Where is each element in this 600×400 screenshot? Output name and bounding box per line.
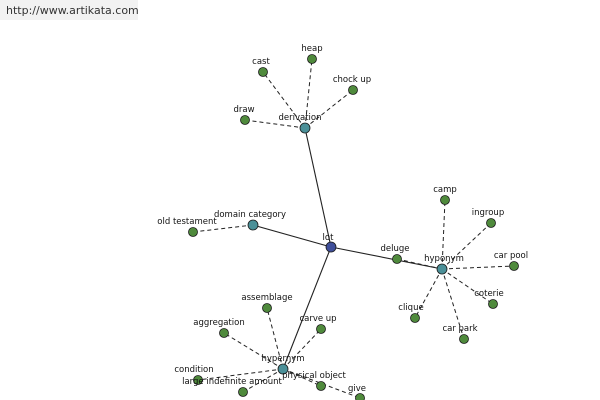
- node-label-physical-object[interactable]: physical object: [282, 371, 346, 381]
- node-heap[interactable]: [307, 54, 317, 64]
- node-label-lot[interactable]: lot: [323, 233, 335, 243]
- node-label-carve-up[interactable]: carve up: [299, 314, 336, 324]
- node-physical-object[interactable]: [316, 381, 326, 391]
- node-label-old-testament[interactable]: old testament: [157, 217, 217, 227]
- edge-hypernym-to-aggregation: [223, 332, 284, 370]
- edge-lot-to-derivation: [304, 127, 332, 248]
- node-cast[interactable]: [258, 67, 268, 77]
- node-label-hyponym[interactable]: hyponym: [424, 254, 464, 264]
- edge-derivation-to-chock-up: [304, 89, 354, 129]
- source-url-link[interactable]: http://www.artikata.com: [0, 0, 139, 20]
- node-draw[interactable]: [240, 115, 250, 125]
- edge-hypernym-to-assemblage: [266, 307, 284, 370]
- node-label-condition[interactable]: condition: [174, 365, 213, 375]
- node-label-coterie[interactable]: coterie: [474, 289, 504, 299]
- edge-hyponym-to-deluge: [396, 258, 443, 270]
- node-clique[interactable]: [410, 313, 420, 323]
- node-carve-up[interactable]: [316, 324, 326, 334]
- node-car-park[interactable]: [459, 334, 469, 344]
- node-large-indefinite-amount[interactable]: [238, 387, 248, 397]
- edge-hyponym-to-ingroup: [441, 222, 492, 270]
- node-deluge[interactable]: [392, 254, 402, 264]
- node-assemblage[interactable]: [262, 303, 272, 313]
- node-label-derivation[interactable]: derivation: [278, 113, 321, 123]
- node-label-large-indefinite-amount[interactable]: large indefinite amount: [182, 377, 282, 387]
- edge-derivation-to-heap: [304, 58, 313, 129]
- node-label-give[interactable]: give: [348, 384, 366, 394]
- nodes-layer: [188, 54, 519, 400]
- edge-lot-to-hypernym: [282, 246, 332, 370]
- labels-layer: lot derivation domain category hyponym hyper…: [157, 44, 528, 394]
- edges-layer: [192, 58, 515, 399]
- node-label-chock-up[interactable]: chock up: [333, 75, 371, 85]
- node-old-testament[interactable]: [188, 227, 198, 237]
- edge-derivation-to-draw: [244, 119, 306, 129]
- edge-domain-category-to-old-testament: [192, 224, 254, 233]
- edge-derivation-to-cast: [262, 71, 306, 129]
- edge-hyponym-to-camp: [441, 199, 446, 270]
- node-hypernym[interactable]: [277, 363, 289, 375]
- node-label-deluge[interactable]: deluge: [381, 244, 410, 254]
- edge-hypernym-to-condition: [197, 368, 284, 381]
- node-label-aggregation[interactable]: aggregation: [193, 318, 244, 328]
- edge-hyponym-to-car-pool: [441, 265, 515, 270]
- node-label-clique[interactable]: clique: [398, 303, 423, 313]
- edge-hypernym-to-carve-up: [282, 328, 322, 370]
- node-label-draw[interactable]: draw: [233, 105, 254, 115]
- node-hyponym[interactable]: [436, 263, 448, 275]
- node-condition[interactable]: [193, 375, 203, 385]
- node-aggregation[interactable]: [219, 328, 229, 338]
- node-coterie[interactable]: [488, 299, 498, 309]
- edge-hyponym-to-car-park: [441, 268, 465, 340]
- node-car-pool[interactable]: [509, 261, 519, 271]
- node-derivation[interactable]: [299, 122, 311, 134]
- node-label-cast[interactable]: cast: [252, 57, 270, 67]
- node-give[interactable]: [355, 393, 365, 400]
- node-chock-up[interactable]: [348, 85, 358, 95]
- edge-lot-to-hyponym: [330, 246, 443, 270]
- node-label-heap[interactable]: heap: [301, 44, 322, 54]
- node-label-camp[interactable]: camp: [433, 185, 457, 195]
- node-lot[interactable]: [325, 241, 337, 253]
- node-label-ingroup[interactable]: ingroup: [472, 208, 504, 218]
- node-ingroup[interactable]: [486, 218, 496, 228]
- node-domain-category[interactable]: [247, 219, 259, 231]
- node-label-domain-category[interactable]: domain category: [214, 210, 286, 220]
- node-label-car-pool[interactable]: car pool: [494, 251, 528, 261]
- node-camp[interactable]: [440, 195, 450, 205]
- edge-hyponym-to-coterie: [441, 268, 494, 305]
- node-label-hypernym[interactable]: hypernym: [261, 354, 304, 364]
- edge-hypernym-to-large-indefinite-amount: [242, 368, 284, 393]
- edge-hyponym-to-clique: [414, 268, 443, 319]
- node-label-assemblage[interactable]: assemblage: [241, 293, 292, 303]
- edge-lot-to-domain-category: [252, 224, 332, 248]
- node-label-car-park[interactable]: car park: [442, 324, 477, 334]
